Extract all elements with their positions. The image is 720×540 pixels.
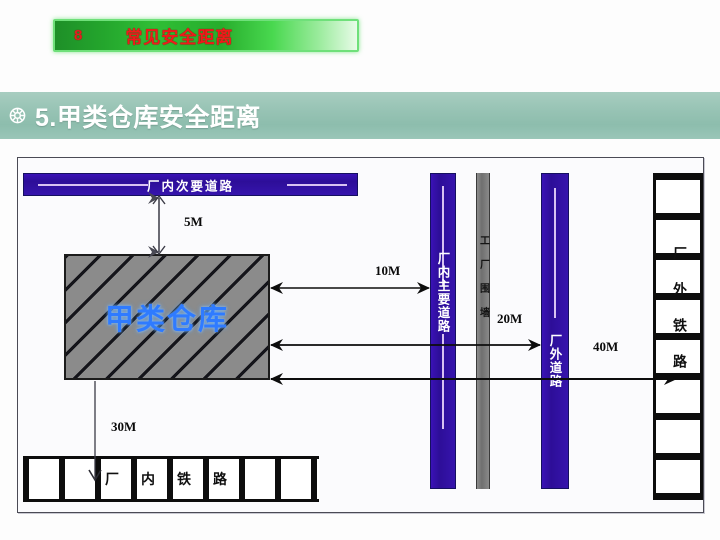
road-centerline [287, 183, 347, 186]
header-banner: 8 常见安全距离 [53, 19, 359, 52]
gear-icon [9, 107, 26, 124]
road-centerline [442, 186, 444, 286]
dimension-30m: 30M [111, 419, 137, 434]
dimension-20m: 20M [497, 311, 523, 326]
road-external-label: 厂外道路 [547, 334, 562, 388]
warehouse-block: 甲类仓库 [64, 254, 270, 380]
road-centerline [442, 334, 444, 429]
section-title-bar: 5.甲类仓库安全距离 [0, 92, 720, 139]
railway-external-label: 厂外铁路 [671, 246, 686, 390]
road-secondary-internal-label: 厂内次要道路 [146, 179, 234, 193]
railway-internal: 厂内铁路 [23, 456, 319, 502]
road-main-internal: 厂内主要道路 [430, 173, 456, 489]
road-main-internal-label: 厂内主要道路 [435, 252, 450, 333]
banner-title: 常见安全距离 [125, 28, 234, 47]
dimension-5m: 5M [184, 214, 203, 229]
safety-distance-diagram: 厂内次要道路 厂内主要道路 工厂围墙 厂外道路 厂外铁路 厂内铁路 [17, 157, 704, 513]
factory-wall-label: 工厂围墙 [477, 235, 489, 331]
page-title: 5.甲类仓库安全距离 [35, 103, 261, 132]
railway-internal-label: 厂内铁路 [105, 473, 249, 488]
road-secondary-internal: 厂内次要道路 [23, 173, 358, 196]
banner-number: 8 [74, 27, 83, 44]
railway-ties [23, 459, 319, 499]
banner-bar: 8 常见安全距离 [53, 19, 359, 52]
railway-ties [656, 173, 700, 500]
road-centerline [554, 188, 556, 318]
warehouse-label: 甲类仓库 [104, 304, 229, 336]
warehouse-hatching [66, 256, 268, 378]
road-centerline [38, 183, 148, 186]
railway-external: 厂外铁路 [653, 173, 703, 500]
factory-wall: 工厂围墙 [476, 173, 490, 489]
dimension-10m: 10M [375, 263, 401, 278]
road-external: 厂外道路 [541, 173, 569, 489]
dimension-40m: 40M [593, 339, 619, 354]
